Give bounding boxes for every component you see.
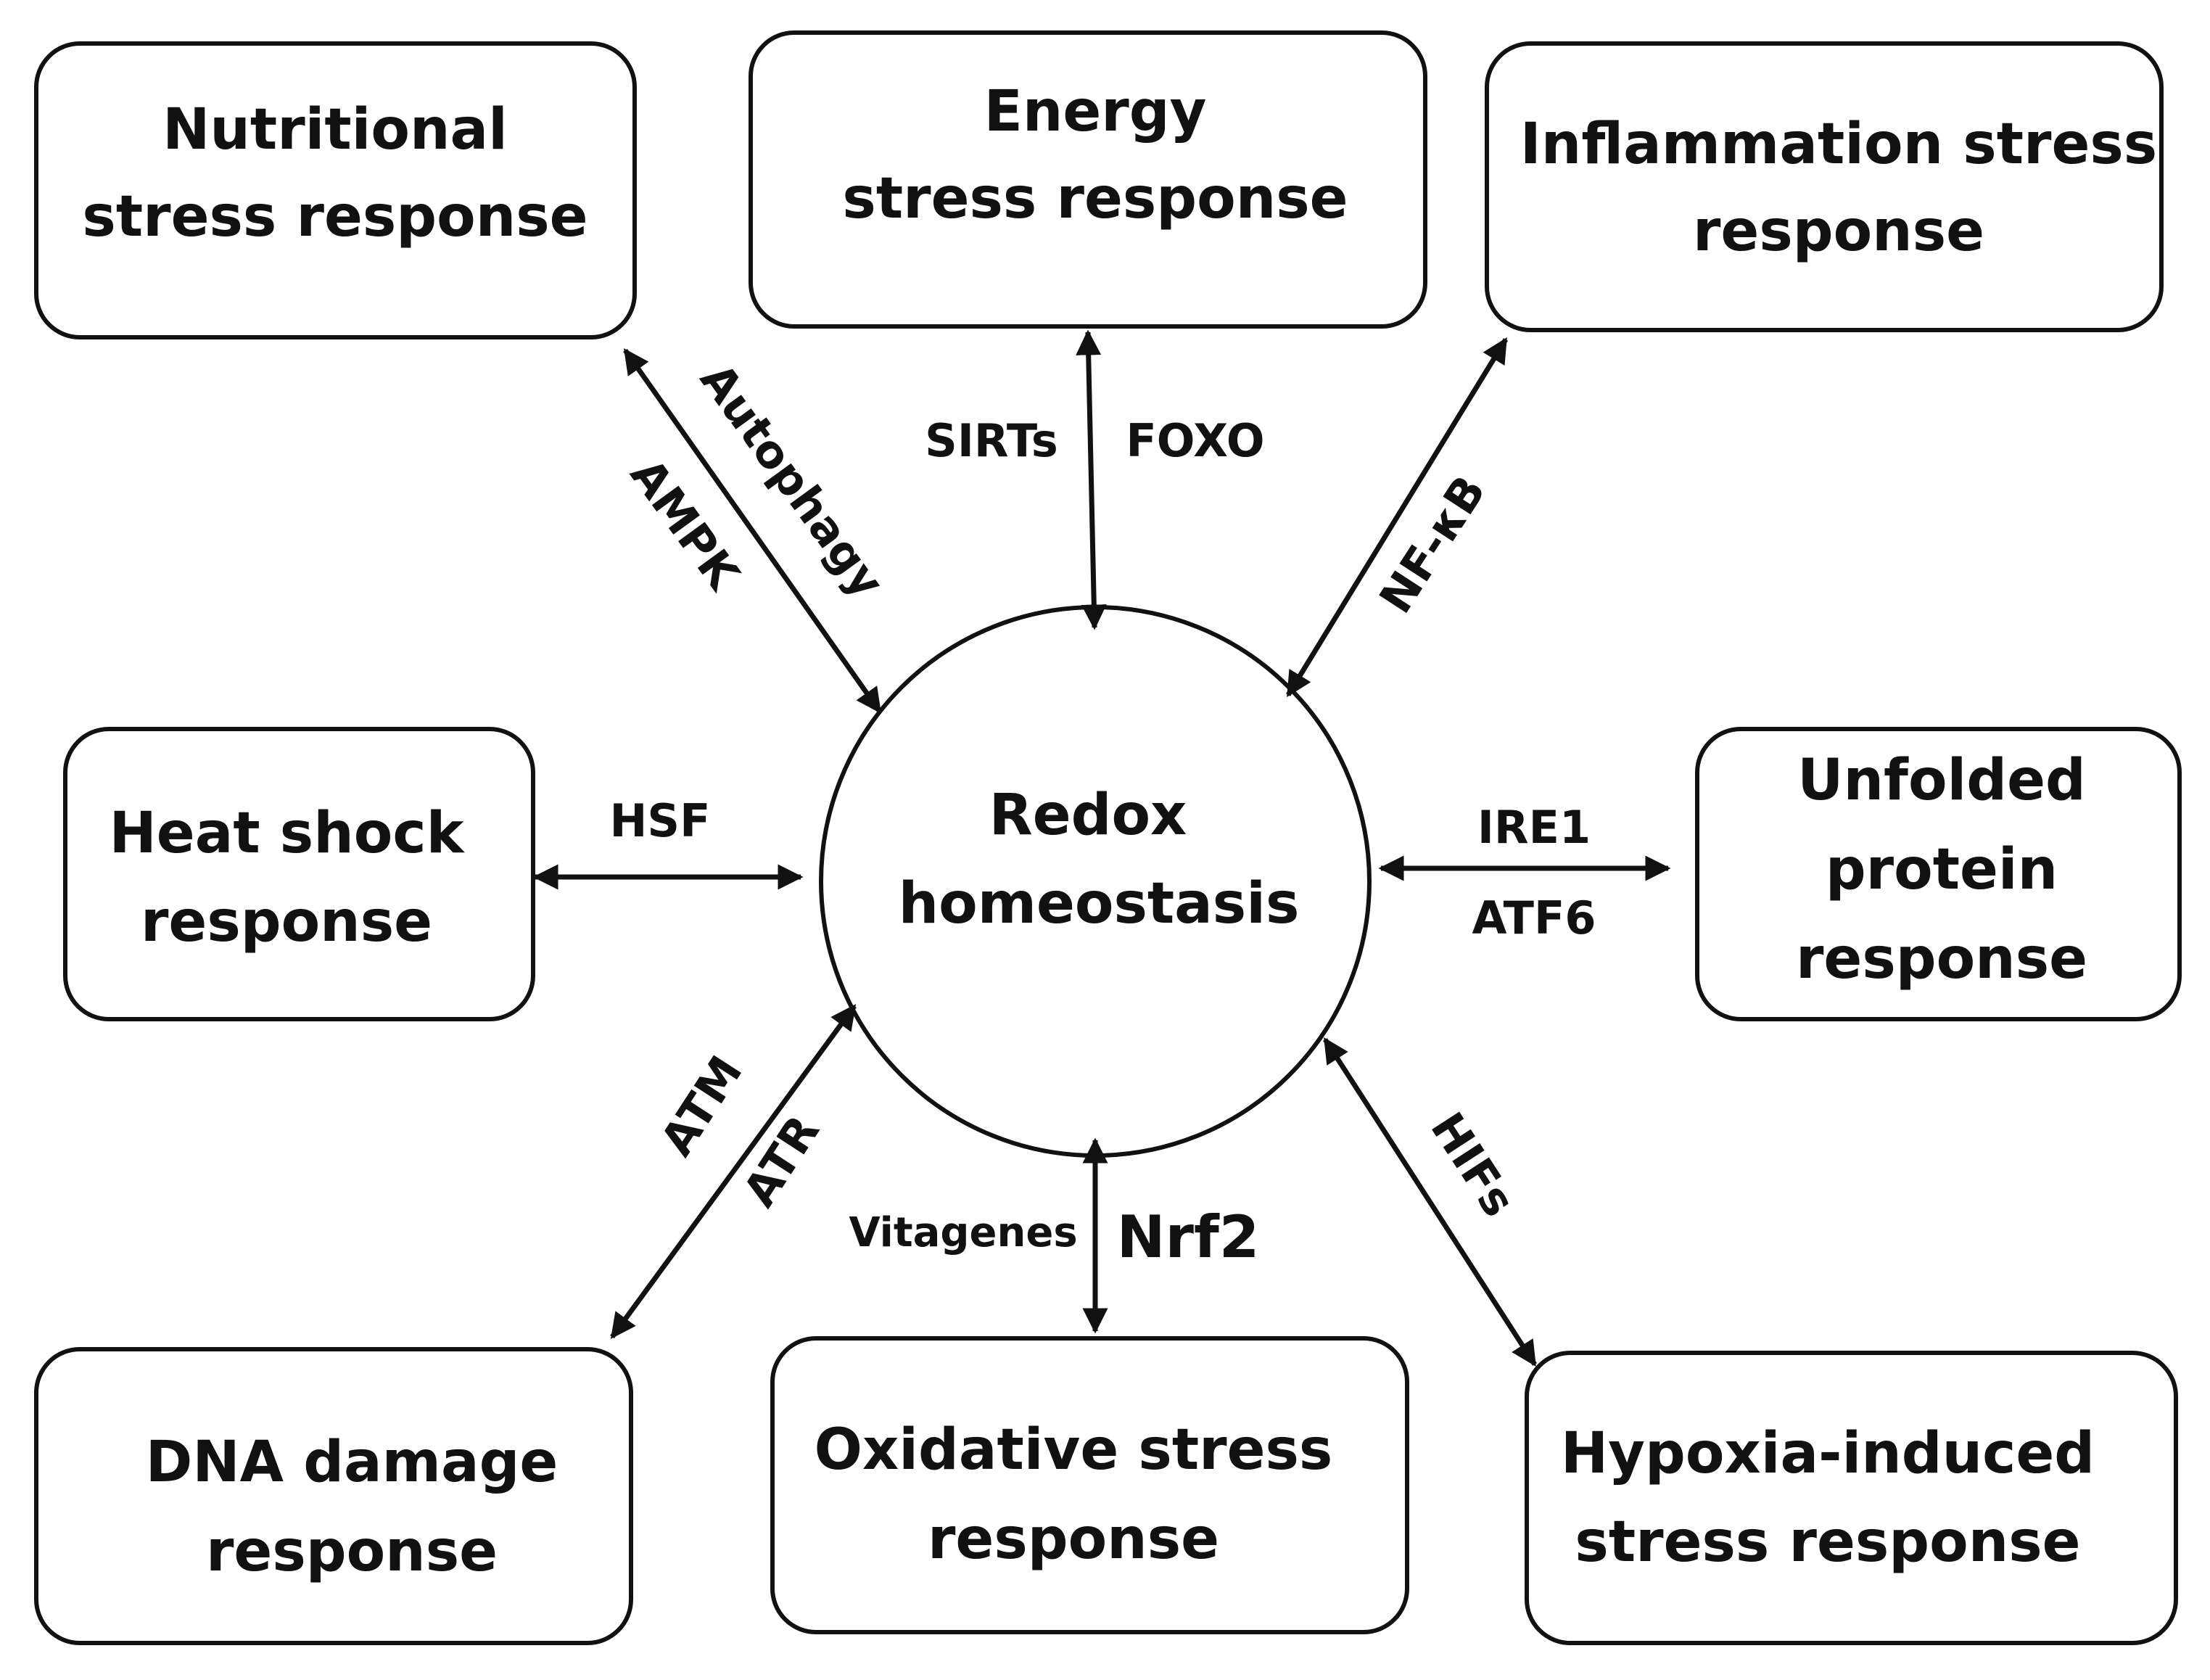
heat-shock-node: Heat shock response <box>63 727 535 1021</box>
heat-shock-line2: response <box>141 889 432 955</box>
inflammation-stress-line2: response <box>1693 199 1984 264</box>
hypoxia-stress-line1: Hypoxia-induced <box>1561 1421 2095 1486</box>
heat-shock-box <box>63 727 535 1021</box>
redox-homeostasis-line1: Redox <box>989 783 1187 848</box>
inflammation-arrow <box>1286 337 1508 697</box>
atf6-label: ATF6 <box>1472 892 1596 944</box>
unfolded-protein-line1: Unfolded <box>1797 748 2086 813</box>
foxo-label: FOXO <box>1126 414 1264 467</box>
dna-damage-line1: DNA damage <box>146 1430 558 1495</box>
hypoxia-stress-box <box>1525 1351 2178 1645</box>
energy-stress-node: Energy stress response <box>749 30 1427 329</box>
unfolded-protein-line2: protein <box>1826 837 2058 902</box>
dna-damage-arrow <box>610 1004 857 1339</box>
atr-label: ATR <box>733 1106 830 1216</box>
oxidative-stress-node: Oxidative stress response <box>770 1336 1409 1634</box>
atm-label: ATM <box>650 1047 752 1165</box>
redox-homeostasis-node: Redox homeostasis <box>819 605 1372 1158</box>
energy-stress-box <box>749 30 1427 329</box>
hsf-label: HSF <box>610 794 711 847</box>
unfolded-protein-box <box>1695 727 2182 1021</box>
unfolded-protein-node: Unfolded protein response <box>1695 727 2182 1021</box>
inflammation-stress-node: Inflammation stress response <box>1485 41 2164 332</box>
oxidative-stress-line1: Oxidative stress <box>815 1417 1333 1483</box>
hypoxia-arrow <box>1323 1037 1537 1367</box>
hypoxia-stress-node: Hypoxia-induced stress response <box>1525 1351 2178 1645</box>
energy-stress-line2: stress response <box>842 166 1348 231</box>
heat-shock-line1: Heat shock <box>110 801 466 866</box>
inflammation-stress-line1: Inflammation stress <box>1520 112 2157 177</box>
nfkb-label: NF-κB <box>1369 466 1496 622</box>
nutritional-stress-line1: Nutritional <box>162 97 508 162</box>
unfolded-protein-line3: response <box>1796 926 2087 992</box>
nutritional-stress-box <box>34 41 637 339</box>
nutritional-stress-node: Nutritional stress response <box>34 41 637 339</box>
energy-stress-line1: Energy <box>984 79 1207 144</box>
energy-arrow <box>1076 329 1107 630</box>
dna-damage-box <box>34 1347 633 1645</box>
nutritional-arrow <box>623 348 882 714</box>
dna-damage-line2: response <box>206 1519 498 1584</box>
nrf2-label: Nrf2 <box>1117 1203 1260 1271</box>
ire1-label: IRE1 <box>1477 801 1591 854</box>
nutritional-stress-line2: stress response <box>82 184 587 250</box>
redox-homeostasis-line2: homeostasis <box>899 871 1300 936</box>
sirts-label: SIRTs <box>925 414 1058 467</box>
dna-damage-node: DNA damage response <box>34 1347 633 1645</box>
oxidative-stress-box <box>770 1336 1409 1634</box>
hypoxia-stress-line2: stress response <box>1575 1510 2080 1575</box>
inflammation-stress-box <box>1485 41 2164 332</box>
oxidative-stress-line2: response <box>928 1507 1219 1572</box>
ampk-label: AMPK <box>620 449 751 601</box>
vitagenes-label: Vitagenes <box>849 1209 1077 1256</box>
